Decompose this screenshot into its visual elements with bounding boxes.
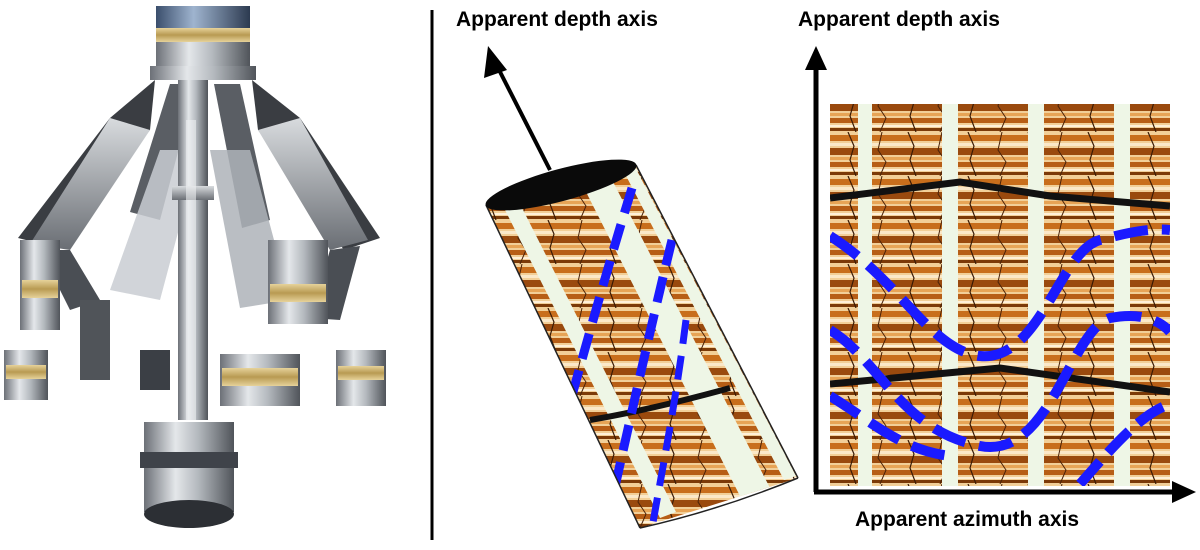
dip-sine-wave <box>830 391 951 461</box>
pad-gap <box>500 196 676 518</box>
cylinder-depth-axis-label: Apparent depth axis <box>456 8 658 31</box>
pad-gap <box>622 165 796 480</box>
borehole-cylinder <box>484 46 799 529</box>
pad-left <box>4 240 60 400</box>
unrolled-borehole-image <box>805 46 1196 503</box>
bedding-trace <box>589 385 731 423</box>
pad-gap <box>942 104 958 486</box>
bedding-trace <box>830 178 1170 210</box>
dip-trace <box>648 319 690 528</box>
cylinder-top-face <box>485 159 637 211</box>
cylinder-depth-axis-arrowhead <box>484 46 507 78</box>
dip-trace <box>563 186 637 412</box>
azimuth-axis-arrowhead <box>1172 481 1196 503</box>
pad-front <box>80 300 300 406</box>
pad-gap <box>1028 104 1044 486</box>
imaging-tool-illustration <box>4 6 386 528</box>
pad-right <box>268 240 386 406</box>
pad-gap <box>1114 104 1130 486</box>
pad-gap <box>580 172 770 496</box>
dip-sine-wave <box>1076 399 1170 486</box>
flat-depth-axis-label: Apparent depth axis <box>798 8 1000 31</box>
flat-depth-axis-arrowhead <box>805 46 827 70</box>
azimuth-axis-label: Apparent azimuth axis <box>855 508 1080 531</box>
dip-sine-wave <box>830 224 1170 362</box>
cylinder-depth-axis-line <box>493 61 552 171</box>
dip-sine-wave <box>830 310 1170 452</box>
dip-trace <box>607 238 677 501</box>
pad-gap <box>858 104 872 486</box>
